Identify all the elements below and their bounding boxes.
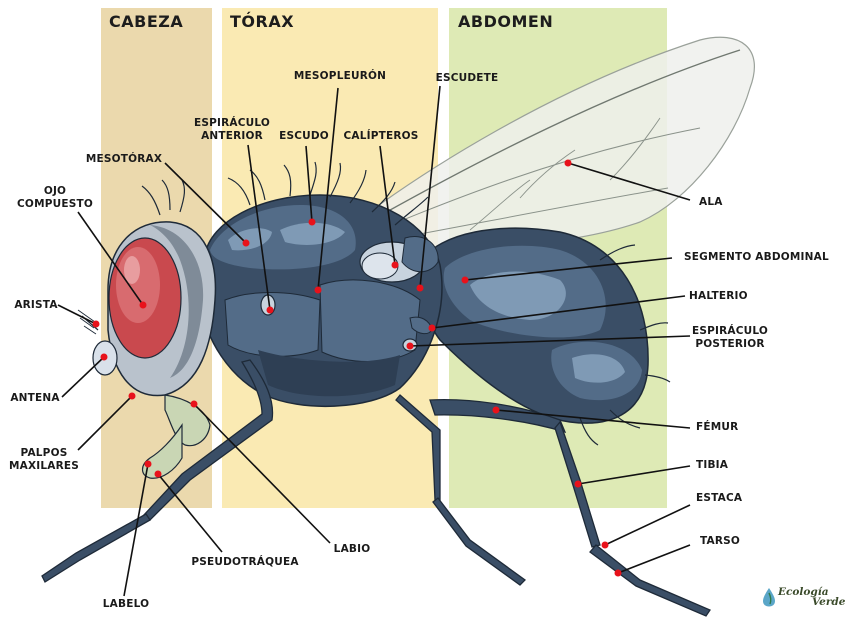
label-escudete: ESCUDETE: [436, 72, 499, 85]
label-ojo-compuesto-line2: COMPUESTO: [17, 198, 93, 211]
brand-logo: Ecología Verde: [762, 586, 848, 610]
label-espiraculo-anterior-line1: ESPIRÁCULO: [194, 117, 270, 130]
region-title-head: CABEZA: [109, 12, 183, 31]
label-ojo-compuesto-line1: OJO: [17, 185, 93, 198]
label-estaca: ESTACA: [696, 492, 742, 505]
label-antena: ANTENA: [10, 392, 59, 405]
region-title-abdomen: ABDOMEN: [458, 12, 553, 31]
label-mesopleuron: MESOPLEURÓN: [294, 70, 386, 83]
label-halterio: HALTERIO: [689, 290, 748, 303]
label-pseudotraquea: PSEUDOTRÁQUEA: [191, 556, 298, 569]
label-espiraculo-posterior-line1: ESPIRÁCULO: [692, 325, 768, 338]
label-palpos-line1: PALPOS: [9, 447, 79, 460]
label-arista: ARISTA: [14, 299, 57, 312]
label-segmento-abdominal: SEGMENTO ABDOMINAL: [684, 251, 829, 264]
label-labio: LABIO: [334, 543, 371, 556]
brand-sub: Verde: [812, 596, 845, 608]
leaf-drop-icon: [762, 587, 776, 607]
label-femur: FÉMUR: [696, 421, 738, 434]
region-title-thorax: TÓRAX: [230, 12, 294, 31]
label-ala: ALA: [699, 196, 723, 209]
label-mesotorax: MESOTÓRAX: [86, 153, 162, 166]
label-espiraculo-anterior-line2: ANTERIOR: [194, 130, 270, 143]
label-labelo: LABELO: [103, 598, 149, 611]
label-palpos-line2: MAXILARES: [9, 460, 79, 473]
label-espiraculo-posterior: ESPIRÁCULO POSTERIOR: [692, 325, 768, 351]
label-calipteros: CALÍPTEROS: [343, 130, 418, 143]
label-espiraculo-anterior: ESPIRÁCULO ANTERIOR: [194, 117, 270, 143]
label-ojo-compuesto: OJO COMPUESTO: [17, 185, 93, 211]
label-tarso: TARSO: [700, 535, 740, 548]
label-escudo: ESCUDO: [279, 130, 329, 143]
label-palpos-maxilares: PALPOS MAXILARES: [9, 447, 79, 473]
label-espiraculo-posterior-line2: POSTERIOR: [692, 338, 768, 351]
thorax-body: [199, 195, 442, 406]
label-tibia: TIBIA: [696, 459, 728, 472]
